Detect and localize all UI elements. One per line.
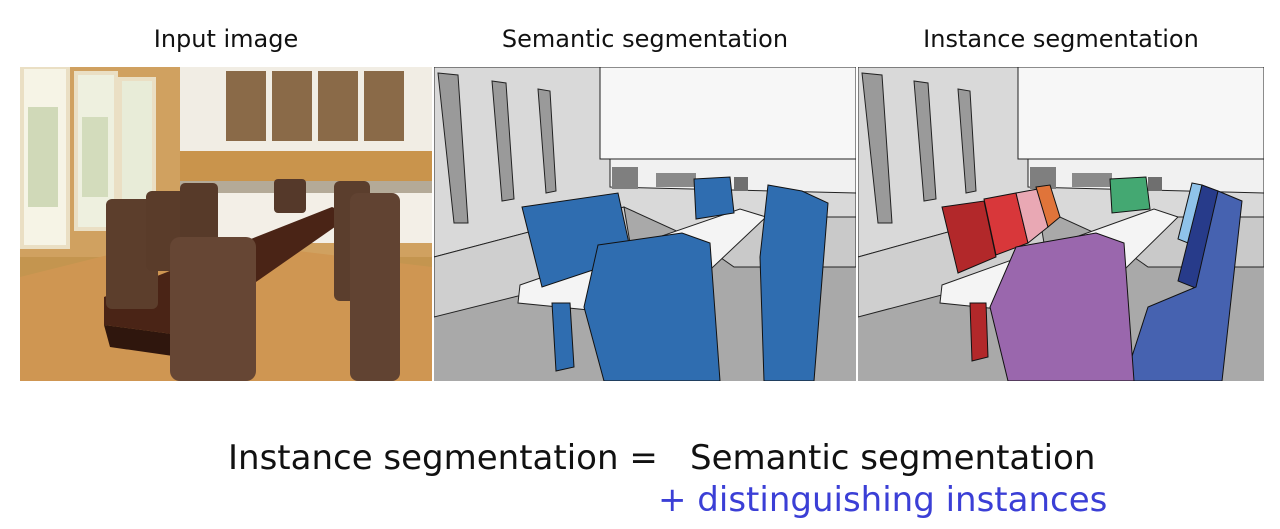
formula-left: Instance segmentation =: [228, 438, 658, 478]
input-image-panel: [20, 67, 432, 381]
formula-right-line2: + distinguishing instances: [658, 480, 1108, 520]
instance-segmentation-map: [858, 67, 1264, 381]
input-image: [20, 67, 432, 381]
formula-right-line1: Semantic segmentation: [690, 438, 1096, 478]
semantic-segmentation-panel: [434, 67, 856, 381]
semantic-segmentation-map: [434, 67, 856, 381]
semantic-segmentation-title: Semantic segmentation: [501, 25, 789, 53]
instance-segmentation-panel: [858, 67, 1264, 381]
input-image-title: Input image: [153, 25, 299, 53]
instance-segmentation-title: Instance segmentation: [923, 25, 1199, 53]
